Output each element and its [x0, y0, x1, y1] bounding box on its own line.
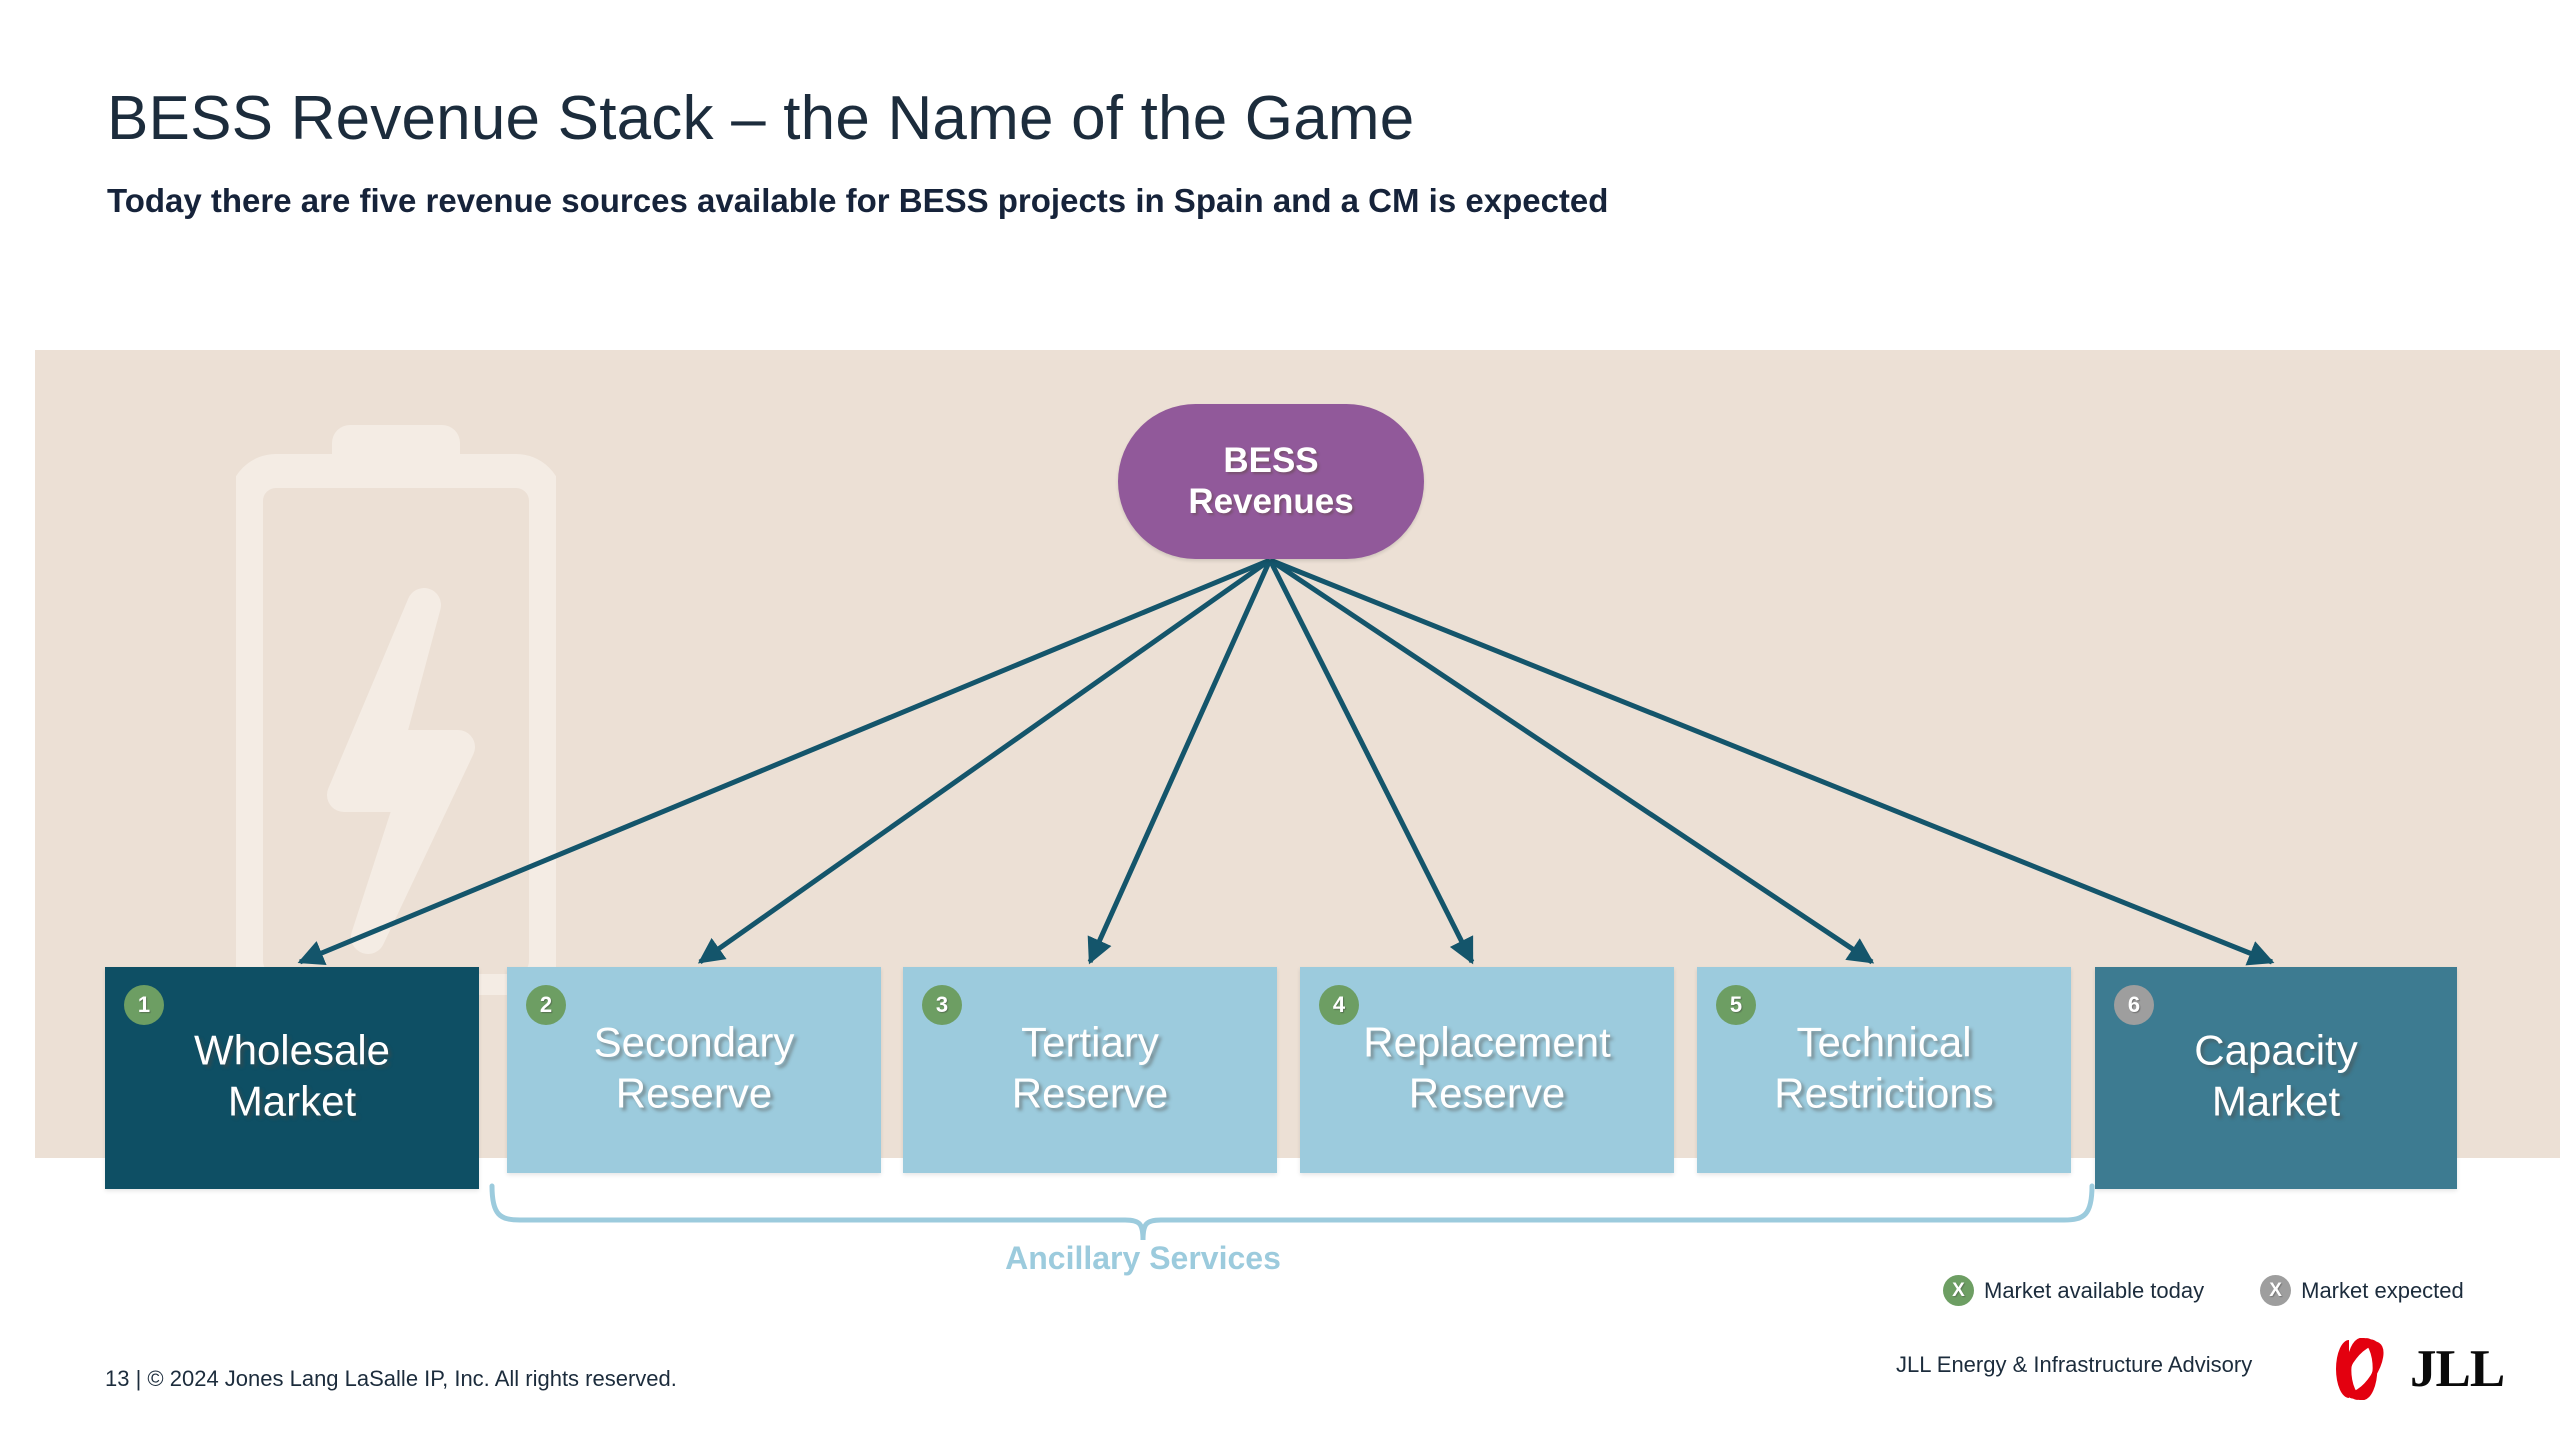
legend-item-market-available: X Market available today	[1943, 1275, 2204, 1306]
arrow-to-box-5	[1268, 557, 1875, 965]
label-line-2: Reserve	[1408, 1069, 1566, 1117]
status-badge: 6	[2114, 985, 2154, 1025]
page-subtitle: Today there are five revenue sources ava…	[107, 182, 1609, 219]
jll-swoosh-icon	[2336, 1338, 2384, 1400]
revenue-box-wholesale-market[interactable]: 1 Wholesale Market	[105, 967, 479, 1189]
badge-number: 6	[2127, 992, 2141, 1017]
hub-label-line-1: BESS	[1223, 440, 1319, 480]
footer-copyright: 13 | © 2024 Jones Lang LaSalle IP, Inc. …	[105, 1366, 677, 1391]
revenue-box-technical-restrictions[interactable]: 5 Technical Restrictions	[1697, 967, 2071, 1173]
revenue-box-tertiary-reserve[interactable]: 3 Tertiary Reserve	[903, 967, 1277, 1173]
label-line-1: Secondary	[593, 1018, 795, 1066]
market-expected-icon: X	[2260, 1275, 2292, 1306]
label-line-2: Restrictions	[1774, 1069, 1994, 1117]
arrow-to-box-3	[1087, 558, 1273, 965]
status-badge: 4	[1319, 985, 1359, 1025]
revenue-box-label: Wholesale Market	[105, 1025, 479, 1127]
legend-label: Market expected	[2301, 1277, 2464, 1303]
arrow-to-box-1	[297, 557, 1271, 966]
label-line-1: Replacement	[1363, 1018, 1611, 1066]
revenue-box-label: Replacement Reserve	[1300, 1017, 1674, 1119]
arrow-to-box-2	[697, 557, 1272, 965]
badge-number: 5	[1729, 992, 1743, 1017]
hub-label-line-2: Revenues	[1188, 481, 1354, 521]
label-line-2: Reserve	[615, 1069, 773, 1117]
revenue-box-label: Secondary Reserve	[507, 1017, 881, 1119]
footer-advisory: JLL Energy & Infrastructure Advisory	[1896, 1352, 2253, 1377]
label-line-1: Wholesale	[193, 1026, 391, 1074]
mark-glyph: X	[2269, 1280, 2282, 1301]
revenue-box-capacity-market[interactable]: 6 Capacity Market	[2095, 967, 2457, 1189]
badge-number: 3	[935, 992, 949, 1017]
label-line-2: Market	[227, 1077, 357, 1125]
label-line-1: Capacity	[2194, 1026, 2358, 1074]
legend-item-market-expected: X Market expected	[2260, 1275, 2464, 1306]
status-badge: 1	[124, 985, 164, 1025]
revenue-box-secondary-reserve[interactable]: 2 Secondary Reserve	[507, 967, 881, 1173]
badge-number: 1	[137, 992, 151, 1017]
status-badge: 2	[526, 985, 566, 1025]
revenue-box-replacement-reserve[interactable]: 4 Replacement Reserve	[1300, 967, 1674, 1173]
status-badge: 3	[922, 985, 962, 1025]
jll-wordmark: JLL	[2410, 1339, 2505, 1398]
label-line-2: Reserve	[1011, 1069, 1169, 1117]
market-available-icon: X	[1943, 1275, 1974, 1306]
badge-number: 4	[1332, 992, 1346, 1017]
arrow-to-box-4	[1267, 558, 1475, 965]
status-badge: 5	[1716, 985, 1756, 1025]
bess-revenues-node[interactable]: BESS Revenues	[1118, 404, 1424, 559]
ancillary-services-label: Ancillary Services	[1005, 1240, 1281, 1276]
legend: X Market available today X Market expect…	[1943, 1275, 2464, 1306]
badge-number: 2	[539, 992, 553, 1017]
page-title: BESS Revenue Stack – the Name of the Gam…	[107, 84, 1415, 153]
mark-glyph: X	[1952, 1280, 1965, 1301]
jll-logo: JLL	[2316, 1338, 2505, 1400]
label-line-2: Market	[2211, 1077, 2341, 1125]
label-line-1: Tertiary	[1021, 1018, 1159, 1066]
revenue-box-label: Tertiary Reserve	[903, 1017, 1277, 1119]
revenue-box-label: Technical Restrictions	[1697, 1017, 2071, 1119]
legend-label: Market available today	[1984, 1277, 2205, 1303]
revenue-box-label: Capacity Market	[2095, 1025, 2457, 1127]
label-line-1: Technical	[1796, 1018, 1972, 1066]
arrow-to-box-6	[1269, 557, 2275, 966]
